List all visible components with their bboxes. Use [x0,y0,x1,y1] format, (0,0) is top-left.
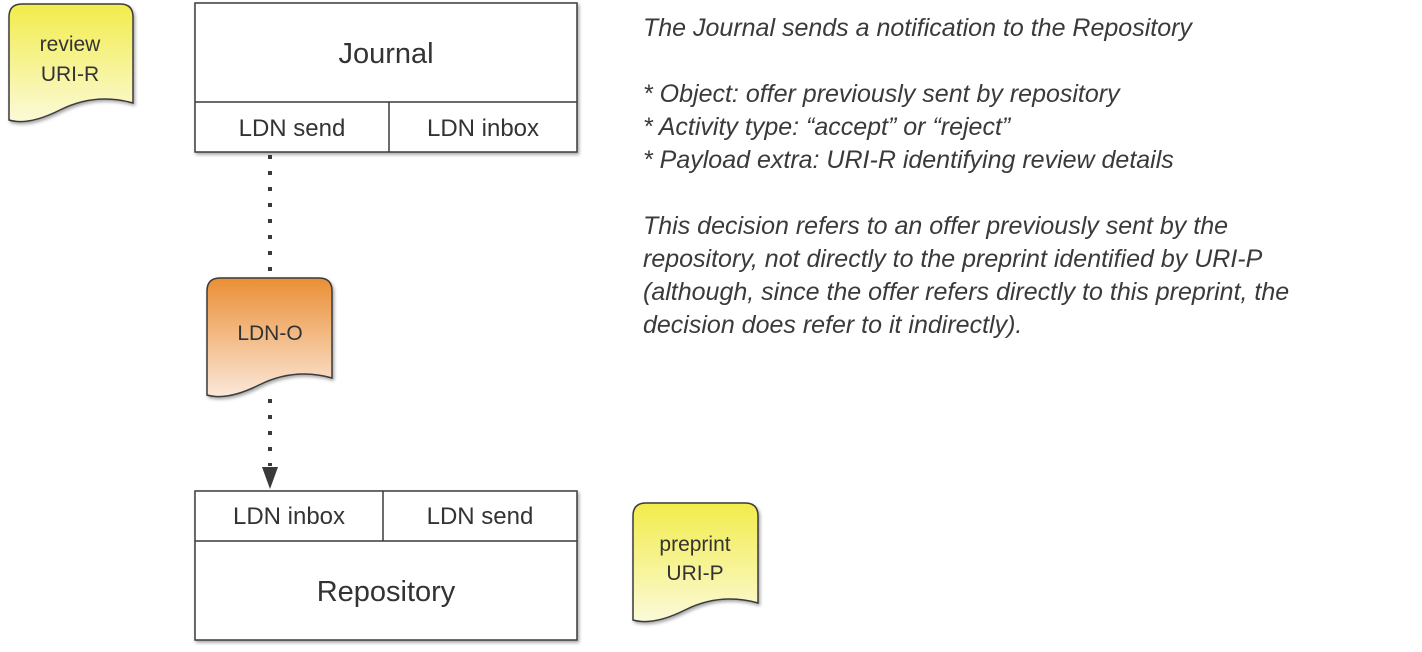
connector-arrowhead [262,467,278,489]
ldn-notification-document [206,277,333,398]
description-paragraph-line: This decision refers to an offer previou… [643,212,1229,240]
description-paragraph-line: decision does refer to it indirectly). [643,311,1023,339]
journal-ldn-inbox-port: LDN inbox [427,115,539,142]
bullet-activity-type: * Activity type: “accept” or “reject” [643,113,1011,141]
review-note-line1: review [40,33,102,56]
preprint-note-line1: preprint [659,533,730,556]
bullet-payload-extra: * Payload extra: URI-R identifying revie… [643,146,1174,174]
repository-box [194,490,578,641]
description-spacer [643,177,1403,210]
description-paragraph-line: (although, since the offer refers direct… [643,278,1290,306]
journal-box [194,2,578,153]
description-panel: The Journal sends a notification to the … [643,12,1403,342]
journal-title: Journal [338,38,433,70]
preprint-document-note [632,502,759,623]
repository-ldn-inbox-port: LDN inbox [233,503,345,530]
description-paragraph-line: repository, not directly to the preprint… [643,245,1263,273]
ldn-notification-label: LDN-O [237,322,302,345]
description-heading: The Journal sends a notification to the … [643,14,1192,42]
repository-title: Repository [317,576,456,608]
description-spacer [643,45,1403,78]
repository-ldn-send-port: LDN send [427,503,534,530]
journal-ldn-send-port: LDN send [239,115,346,142]
description-bullet-list: * Object: offer previously sent by repos… [643,78,1403,177]
preprint-note-line2: URI-P [666,562,723,585]
review-document-note [8,3,134,123]
review-note-line2: URI-R [41,63,99,86]
bullet-object: * Object: offer previously sent by repos… [643,80,1120,108]
